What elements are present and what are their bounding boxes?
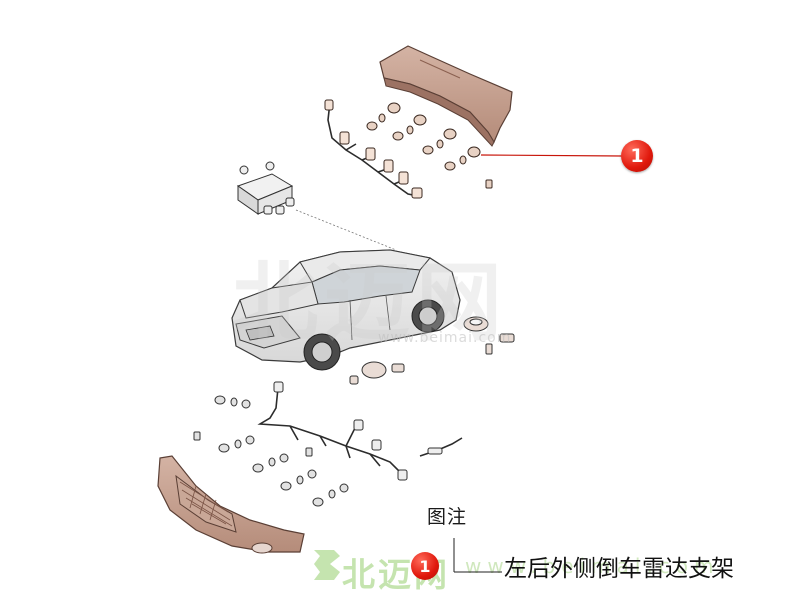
rear-bumper [379,45,513,147]
front-bumper [157,455,305,554]
front-wiring-harness [257,387,463,477]
legend-item-label: 左后外侧倒车雷达支架 [504,556,734,582]
callout-marker: 1 [621,140,653,172]
front-parking-sensors [193,395,349,507]
legend-title: 图注 [427,506,468,528]
module-leader-line [295,209,397,251]
front-harness-connectors [273,381,443,481]
car-sedan [231,249,461,371]
parking-control-module [236,161,295,215]
rear-parking-sensors [366,102,493,189]
watermark-logo-icon [314,550,340,580]
legend-marker: 1 [411,552,439,580]
rear-harness-connectors [324,99,423,199]
car-side-parts [349,316,515,385]
callout-leader-line [480,154,623,157]
